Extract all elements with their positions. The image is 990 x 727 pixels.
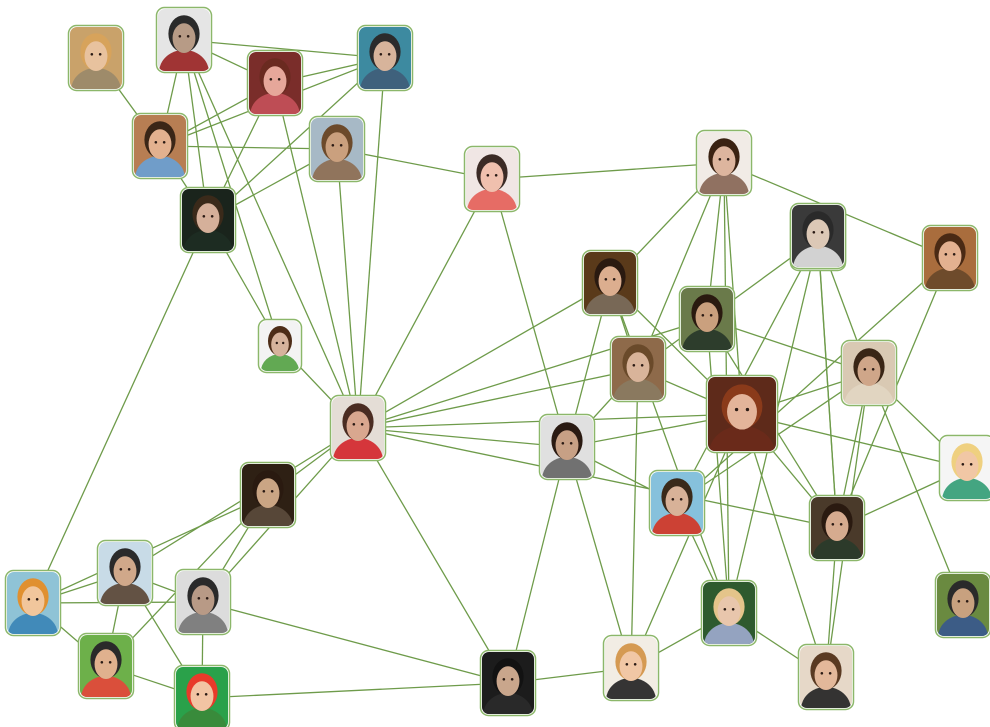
- profile-photo-node[interactable]: [648, 469, 706, 558]
- connection-edge: [507, 446, 568, 684]
- profile-photo-node[interactable]: [938, 434, 990, 523]
- photo-thumbnail: [466, 148, 518, 210]
- connection-edge: [637, 162, 725, 370]
- profile-photo-node[interactable]: [934, 571, 990, 660]
- connection-edge: [357, 368, 639, 429]
- nodes-layer: [4, 6, 990, 727]
- photo-thumbnail: [242, 464, 294, 526]
- photo-thumbnail: [698, 132, 750, 194]
- profile-photo-node[interactable]: [695, 129, 753, 218]
- photo-thumbnail: [924, 227, 976, 289]
- connection-edge: [183, 39, 359, 429]
- profile-photo-node[interactable]: [538, 413, 596, 502]
- connection-edge: [357, 427, 509, 684]
- connection-edge: [357, 427, 568, 448]
- photo-thumbnail: [941, 437, 990, 499]
- connection-edge: [817, 235, 838, 529]
- profile-photo-node[interactable]: [257, 318, 303, 391]
- photo-thumbnail: [99, 542, 151, 604]
- connection-edge: [336, 148, 359, 429]
- connection-edge: [868, 372, 964, 606]
- profile-photo-node[interactable]: [308, 115, 366, 204]
- photo-thumbnail: [811, 497, 863, 559]
- photo-thumbnail: [182, 189, 234, 251]
- profile-photo-node[interactable]: [921, 224, 979, 313]
- photo-thumbnail: [708, 377, 776, 451]
- connection-edge: [741, 413, 827, 678]
- profile-photo-node[interactable]: [329, 394, 387, 483]
- photo-thumbnail: [311, 118, 363, 180]
- profile-photo-node[interactable]: [67, 24, 125, 113]
- profile-photo-node[interactable]: [479, 649, 537, 727]
- profile-photo-node[interactable]: [705, 374, 779, 480]
- connection-edge: [676, 237, 819, 504]
- connection-edge: [274, 82, 359, 429]
- connection-edge: [32, 219, 209, 604]
- photo-thumbnail: [7, 572, 59, 634]
- photo-thumbnail: [681, 288, 733, 350]
- photo-thumbnail: [134, 115, 186, 177]
- photo-thumbnail: [176, 667, 228, 727]
- connection-edge: [357, 57, 386, 429]
- connection-edge: [723, 162, 743, 415]
- profile-photo-node[interactable]: [463, 145, 521, 234]
- profile-photo-node[interactable]: [174, 568, 232, 657]
- photo-thumbnail: [70, 27, 122, 89]
- profile-photo-node[interactable]: [173, 664, 231, 727]
- connection-edge: [159, 145, 338, 150]
- photo-thumbnail: [703, 582, 755, 644]
- profile-photo-node[interactable]: [239, 461, 297, 550]
- photo-thumbnail: [584, 252, 636, 314]
- photo-thumbnail: [792, 205, 844, 267]
- photo-thumbnail: [843, 342, 895, 404]
- connection-edge: [357, 282, 611, 429]
- profile-photo-node[interactable]: [581, 249, 639, 338]
- connection-edge: [491, 162, 725, 180]
- profile-photo-node[interactable]: [96, 539, 154, 628]
- connection-edge: [183, 39, 386, 59]
- connection-edge: [207, 57, 386, 221]
- profile-photo-node[interactable]: [840, 339, 898, 428]
- profile-photo-node[interactable]: [246, 49, 304, 138]
- profile-photo-node[interactable]: [678, 285, 736, 374]
- photo-thumbnail: [651, 472, 703, 534]
- connection-edge: [491, 178, 568, 448]
- profile-photo-node[interactable]: [700, 579, 758, 668]
- profile-photo-node[interactable]: [797, 643, 855, 727]
- connection-edge: [202, 601, 509, 684]
- profile-photo-node[interactable]: [808, 494, 866, 583]
- photo-thumbnail: [80, 635, 132, 697]
- connection-edge: [676, 257, 951, 504]
- connection-edge: [630, 413, 743, 669]
- photo-thumbnail: [800, 646, 852, 708]
- profile-photo-node[interactable]: [609, 335, 667, 424]
- connection-edge: [566, 446, 632, 669]
- profile-photo-node[interactable]: [4, 569, 62, 658]
- profile-photo-node[interactable]: [179, 186, 237, 275]
- profile-photo-node[interactable]: [356, 24, 414, 113]
- connection-edge: [630, 368, 639, 669]
- photo-thumbnail: [605, 637, 657, 699]
- photo-thumbnail: [260, 321, 300, 371]
- profile-photo-node[interactable]: [131, 112, 189, 201]
- photo-thumbnail: [249, 52, 301, 114]
- profile-photo-node[interactable]: [602, 634, 660, 723]
- connection-edge: [357, 427, 838, 529]
- profile-photo-node[interactable]: [155, 6, 213, 95]
- connection-edge: [201, 682, 509, 699]
- photo-thumbnail: [937, 574, 989, 636]
- connection-edge: [357, 178, 493, 429]
- photo-thumbnail: [482, 652, 534, 714]
- photo-thumbnail: [177, 571, 229, 633]
- profile-photo-node[interactable]: [789, 202, 847, 291]
- profile-photo-node[interactable]: [77, 632, 135, 721]
- photo-thumbnail: [359, 27, 411, 89]
- photo-thumbnail: [332, 397, 384, 459]
- photo-thumbnail: [541, 416, 593, 478]
- photo-thumbnail: [612, 338, 664, 400]
- photo-thumbnail: [158, 9, 210, 71]
